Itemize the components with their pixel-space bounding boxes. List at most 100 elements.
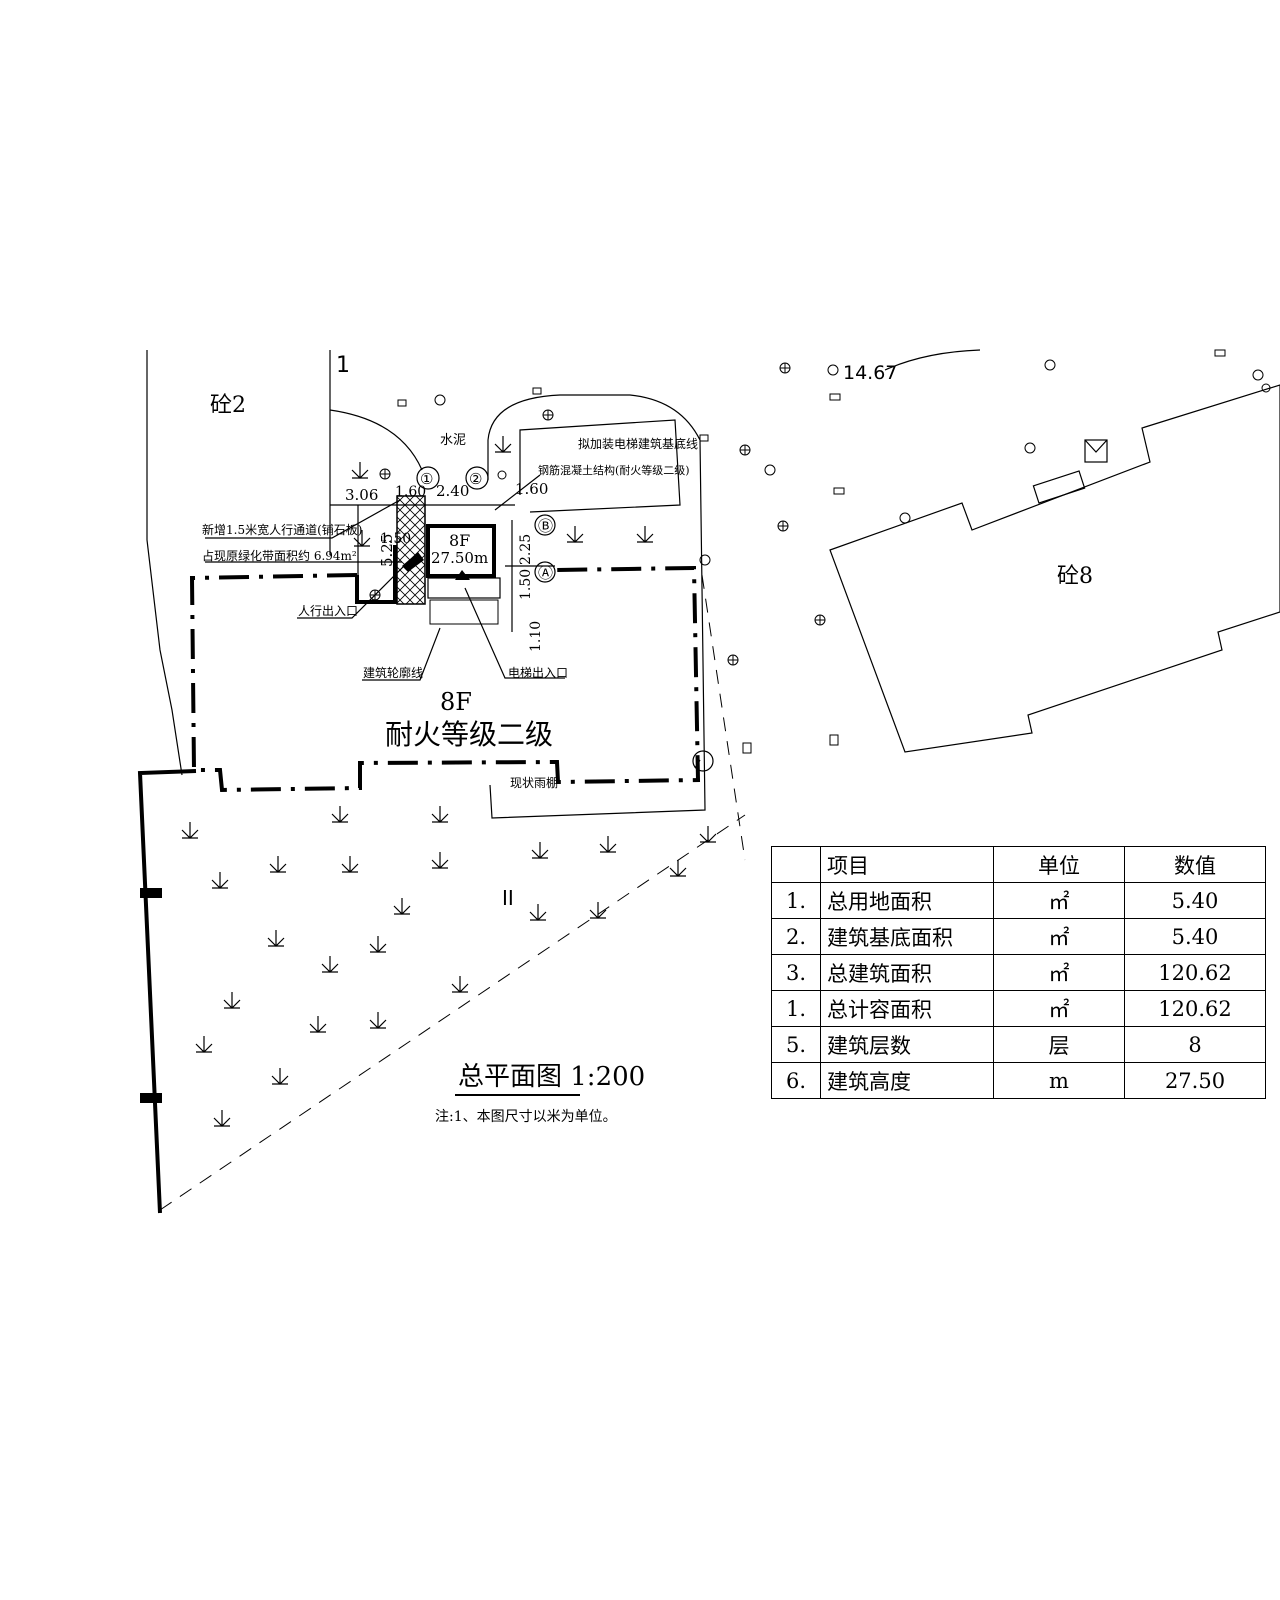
label-cement: 水泥 [440,433,466,448]
note-green-area: 占现原绿化带面积约 6.94m² [202,548,357,563]
dim-1-60-b: 1.60 [515,480,548,498]
main-building-floors: 8F [440,688,472,716]
road-dash-diagonal [159,814,746,1211]
dim-1-50-a: 1.50 [380,531,411,547]
table-cell: 120.62 [1124,954,1266,991]
table-cell: 1. [771,882,821,919]
note-new-path: 新增1.5米宽人行通道(铺石板) [202,522,362,537]
utility-box-icon [1084,439,1108,463]
label-elevation: 14.67 [843,362,897,384]
table-cell: ㎡ [993,882,1125,919]
label-marker-ii: II [502,886,514,910]
right-building-outline[interactable] [829,384,1280,753]
table-cell: m [993,1062,1125,1099]
label-building-left: 砼2 [210,393,246,418]
right-arc [884,349,981,371]
table-cell: 总建筑面积 [820,954,994,991]
table-row: 6. 建筑高度 m 27.50 [771,1062,1266,1099]
dim-1-50-b: 1.50 [518,569,534,600]
baseline-leader-box [519,419,681,513]
label-marker-1: 1 [336,353,350,378]
main-building-notch [355,545,397,604]
table-cell: 8 [1124,1026,1266,1063]
note-structure: 钢筋混凝土结构(耐火等级二级) [538,463,690,477]
dim-2-40: 2.40 [436,482,469,500]
axis-bubble-2 [465,466,489,490]
dim-2-25: 2.25 [518,534,534,565]
table-header-cell: 数值 [1124,846,1266,883]
leader-new-path [205,499,401,539]
table-cell: 120.62 [1124,990,1266,1027]
leader-structure [494,474,541,511]
axis-label-1: ① [420,470,433,488]
road-dash-right [701,574,746,861]
drawing-title: 总平面图 1:200 [458,1062,645,1092]
elevator-shaft[interactable] [426,524,496,578]
axis-bubble-b [534,514,556,536]
wall-post-1 [140,888,162,898]
leader-pedestrian [297,559,411,619]
dim-1-60-a: 1.60 [395,484,426,500]
leader-elevator-entrance [464,587,565,679]
drawing-note: 注:1、本图尺寸以米为单位。 [435,1109,617,1125]
table-row: 2. 建筑基底面积 ㎡ 5.40 [771,918,1266,955]
table-cell: 层 [993,1026,1125,1063]
table-cell: 5.40 [1124,882,1266,919]
table-row: 1. 总用地面积 ㎡ 5.40 [771,882,1266,919]
dim-5-25: 5.25 [378,534,396,567]
indicator-table: 项目 单位 数值 1. 总用地面积 ㎡ 5.40 2. 建筑基底面积 ㎡ 5.4… [771,846,1266,1099]
table-cell: 5. [771,1026,821,1063]
table-cell: 建筑基底面积 [820,918,994,955]
elevator-lobby [427,577,501,599]
tree-circle-icon [692,750,714,772]
dim-3-06: 3.06 [345,486,378,504]
entrance-arrow-icon [455,570,470,580]
table-cell: ㎡ [993,954,1125,991]
label-building-right: 砼8 [1057,564,1093,589]
axis-bubble-1 [416,466,440,490]
table-cell: 5.40 [1124,918,1266,955]
right-building-bump [1032,470,1086,504]
note-elevator-entrance: 电梯出入口 [508,666,568,680]
note-pedestrian-entrance: 人行出入口 [298,604,358,618]
table-cell: 建筑高度 [820,1062,994,1099]
table-cell: 27.50 [1124,1062,1266,1099]
table-header-cell [771,846,821,883]
table-header-cell: 项目 [820,846,994,883]
site-wall-left [137,769,197,1214]
new-path-hatch[interactable] [396,495,426,605]
axis-label-2: ② [469,470,482,488]
table-cell: ㎡ [993,990,1125,1027]
table-cell: 建筑层数 [820,1026,994,1063]
site-symbols [369,349,1271,754]
note-building-outline: 建筑轮廓线 [363,665,423,680]
table-cell: 6. [771,1062,821,1099]
table-row: 1. 总计容面积 ㎡ 120.62 [771,990,1266,1027]
driveway-curve-right [487,394,706,819]
leader-outline [362,627,441,681]
utility-box-mark [1084,439,1108,453]
table-cell: ㎡ [993,918,1125,955]
axis-label-b: Ⓑ [538,517,553,535]
wall-post-2 [140,1093,162,1103]
table-cell: 3. [771,954,821,991]
tree-icon [402,552,424,572]
tree-circle-stem [694,759,701,769]
table-cell: 总用地面积 [820,882,994,919]
elevator-step [429,599,499,625]
dim-1-10: 1.10 [528,621,544,652]
table-cell: 1. [771,990,821,1027]
table-cell: 2. [771,918,821,955]
note-elevator-baseline: 拟加装电梯建筑基底线 [578,436,698,451]
site-boundary-left [146,350,183,776]
table-cell: 总计容面积 [820,990,994,1027]
main-building-outline[interactable] [189,565,701,793]
elevator-floors-label: 8F [449,531,470,550]
table-header-row: 项目 单位 数值 [771,846,1266,883]
table-header-cell: 单位 [993,846,1125,883]
driveway-curve-left [329,409,423,471]
axis-label-a: Ⓐ [538,564,553,582]
elevator-height-label: 27.50m [431,549,488,567]
axis-bubble-a [534,561,556,583]
